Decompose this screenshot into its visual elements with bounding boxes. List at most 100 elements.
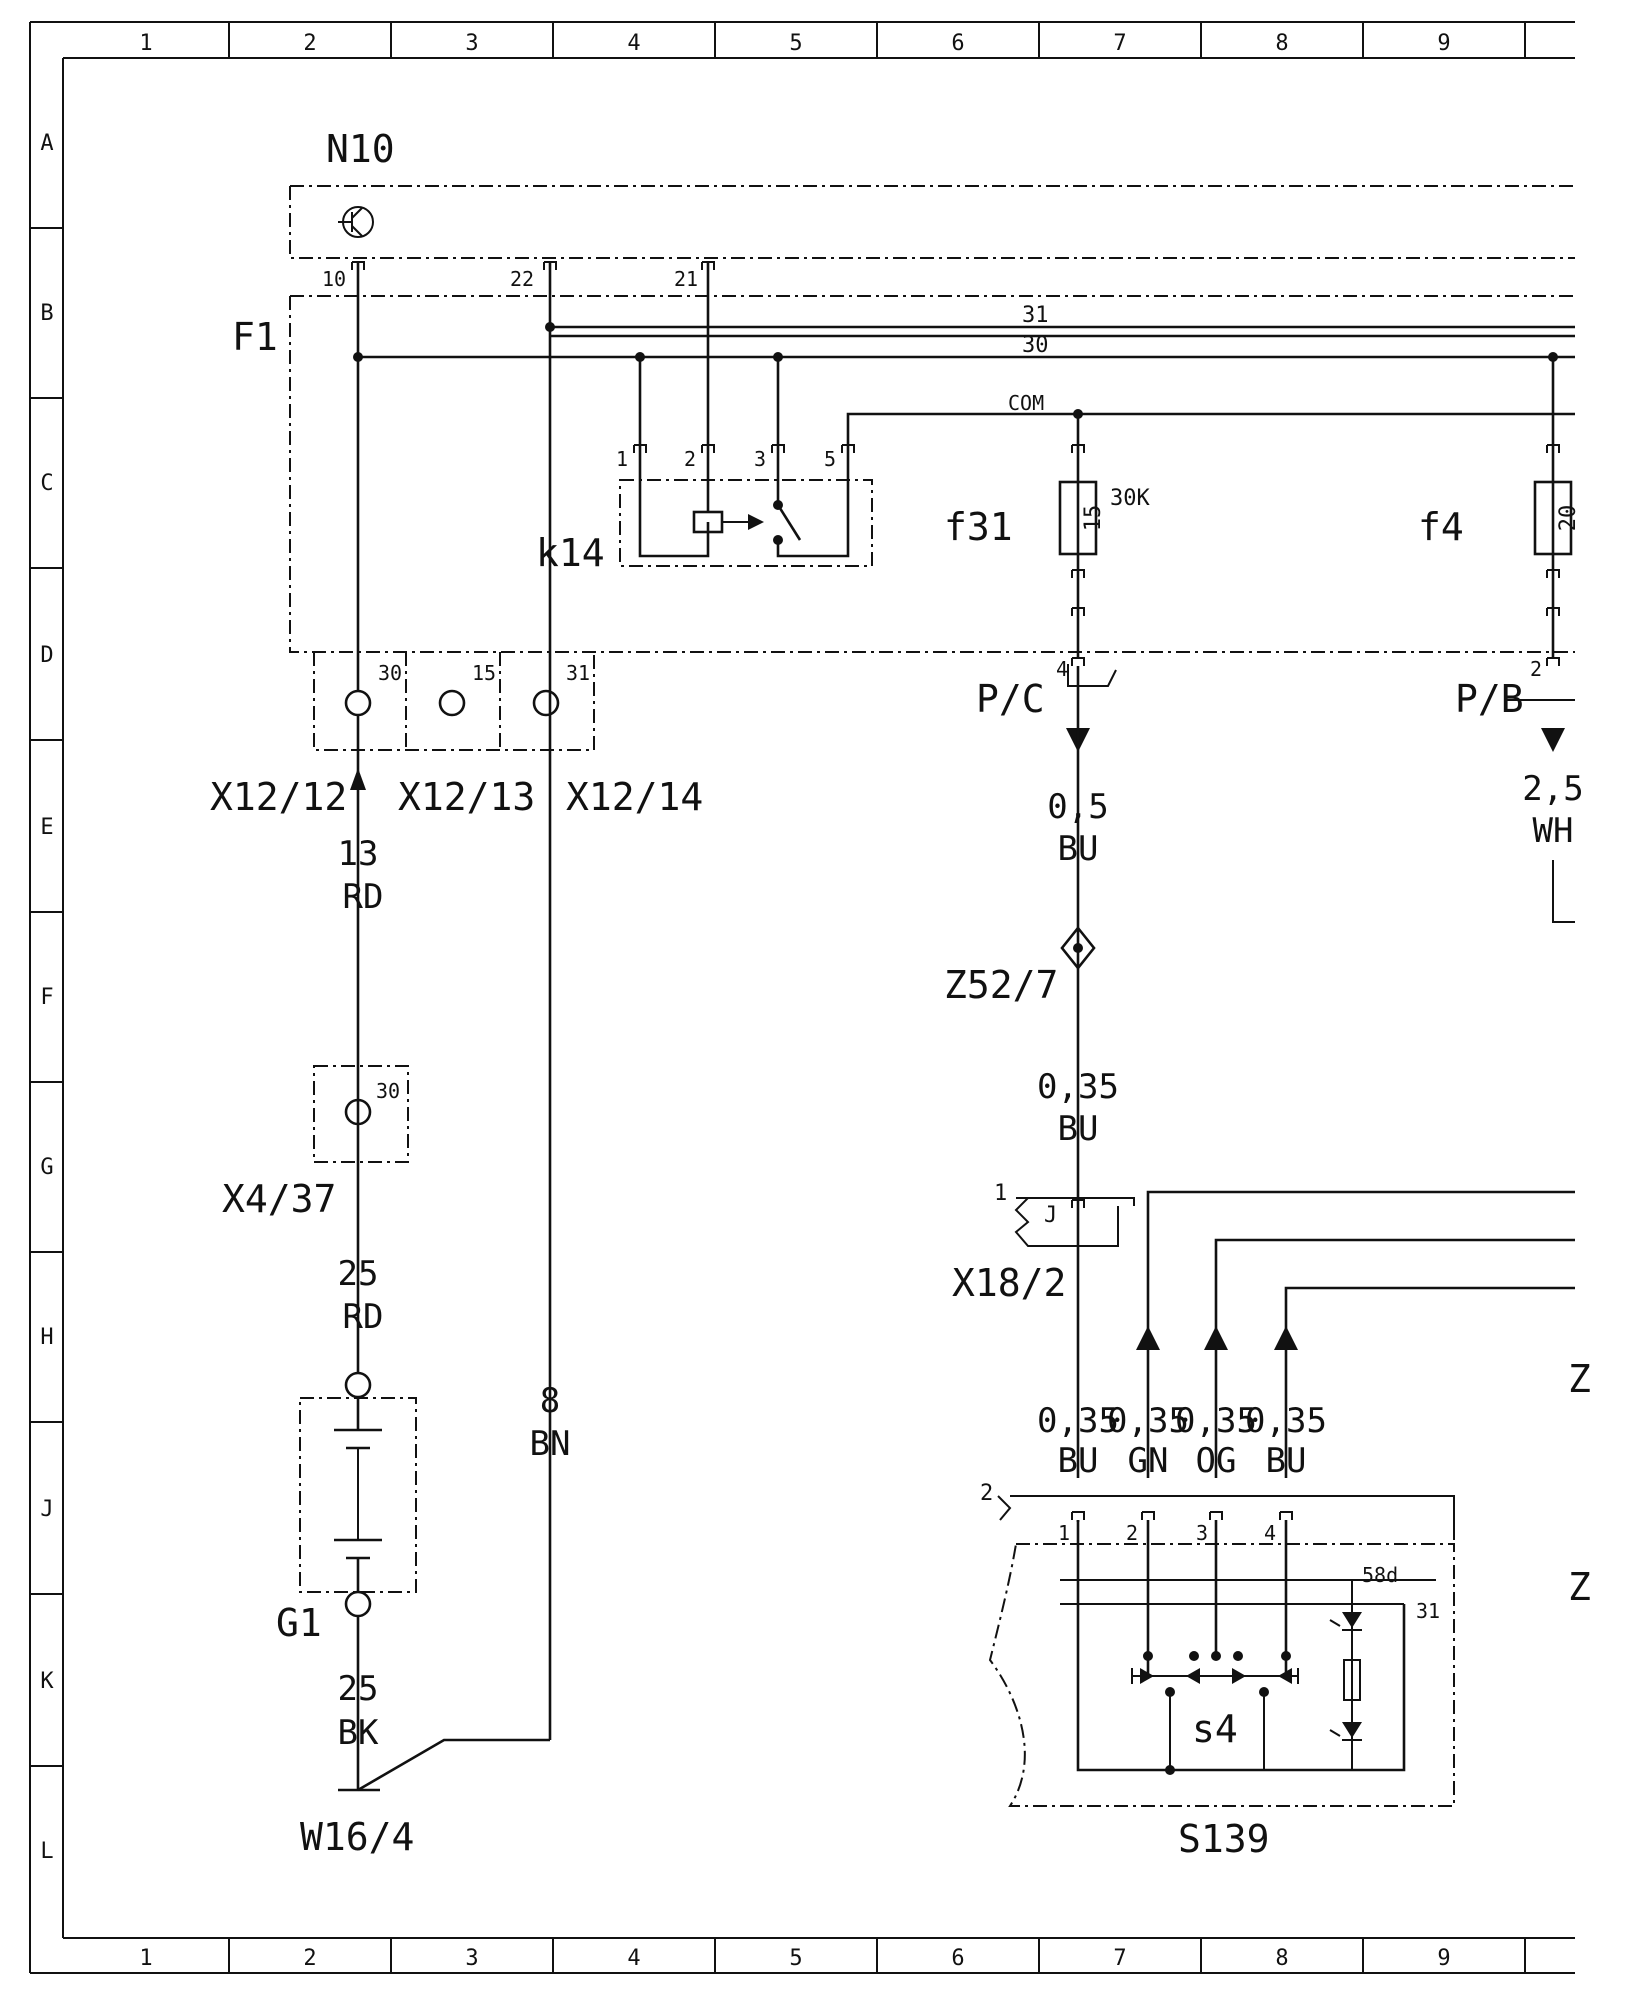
svg-text:3: 3 <box>1196 1521 1208 1545</box>
col-7: 7 <box>1113 31 1126 56</box>
z-partial-1: Z <box>1568 1357 1591 1401</box>
col-5: 5 <box>789 31 802 56</box>
svg-text:31: 31 <box>1416 1599 1440 1623</box>
row-l: L <box>40 1839 53 1864</box>
row-b: B <box>40 301 53 326</box>
svg-text:10: 10 <box>322 267 346 291</box>
svg-text:0,5: 0,5 <box>1047 787 1108 827</box>
svg-text:15: 15 <box>1081 505 1106 532</box>
row-dividers <box>30 227 63 1767</box>
column-labels-bottom: 1 2 3 4 5 6 7 8 9 <box>139 1946 1450 1971</box>
svg-text:1: 1 <box>616 447 628 471</box>
row-c: C <box>40 471 53 496</box>
col-4: 4 <box>627 1946 640 1971</box>
x4-37-label: X4/37 <box>222 1177 336 1221</box>
svg-text:30: 30 <box>378 661 402 685</box>
svg-text:3: 3 <box>754 447 766 471</box>
svg-text:BU: BU <box>1058 1441 1099 1481</box>
row-labels: A B C D E F G H J K L <box>40 131 54 1864</box>
x12-connector: 30 15 31 X12/12 X12/13 X12/14 <box>210 652 703 819</box>
row-a: A <box>40 131 53 156</box>
pc-connector: 4 P/C 0,5 BU Z52/7 0,35 BU <box>944 657 1119 1478</box>
col-4: 4 <box>627 31 640 56</box>
col-3: 3 <box>465 1946 478 1971</box>
svg-text:COM: COM <box>1008 391 1044 415</box>
svg-text:J: J <box>1044 1203 1057 1228</box>
svg-text:RD: RD <box>343 877 384 917</box>
n10-pins: 10 22 2 1 <box>322 261 715 1740</box>
x12-14-label: X12/14 <box>566 775 703 819</box>
row-h: H <box>40 1325 53 1350</box>
svg-text:OG: OG <box>1196 1441 1237 1481</box>
column-labels-top: 1 2 3 4 5 6 7 8 9 <box>139 31 1450 56</box>
row-j: J <box>40 1497 53 1522</box>
pc-label: P/C <box>976 677 1045 721</box>
col-8: 8 <box>1275 31 1288 56</box>
f1-module: F1 <box>232 295 1575 653</box>
col-1: 1 <box>139 1946 152 1971</box>
svg-text:0,35: 0,35 <box>1037 1067 1119 1107</box>
svg-text:1: 1 <box>994 1181 1007 1206</box>
row-e: E <box>40 815 53 840</box>
battery-circuit: 13 RD 30 X4/37 25 RD G1 25 BK W16/4 <box>222 715 550 1859</box>
z52-7-label: Z52/7 <box>944 963 1058 1007</box>
f31-fuse: 15 30K f31 <box>944 414 1150 658</box>
s139-label: S139 <box>1178 1817 1270 1861</box>
svg-text:BU: BU <box>1058 829 1099 869</box>
column-dividers <box>228 22 1526 1973</box>
lamp-icon <box>1329 1580 1404 1771</box>
svg-text:1: 1 <box>1058 1521 1070 1545</box>
k14-label: k14 <box>536 531 605 575</box>
svg-text:4: 4 <box>1264 1521 1276 1545</box>
svg-text:25: 25 <box>338 1254 379 1294</box>
svg-text:8: 8 <box>540 1381 560 1421</box>
g1-label: G1 <box>276 1601 322 1645</box>
svg-text:22: 22 <box>510 267 534 291</box>
row-k: K <box>40 1669 54 1694</box>
x12-12-label: X12/12 <box>210 775 347 819</box>
svg-text:0,35: 0,35 <box>1037 1401 1119 1441</box>
x12-13-label: X12/13 <box>398 775 535 819</box>
col-8: 8 <box>1275 1946 1288 1971</box>
splice-icon <box>1060 925 1096 971</box>
row-d: D <box>40 643 53 668</box>
svg-text:GN: GN <box>1128 1441 1169 1481</box>
w16-4-label: W16/4 <box>300 1815 414 1859</box>
svg-text:2: 2 <box>684 447 696 471</box>
n10-module: N10 <box>289 127 1575 259</box>
svg-text:30: 30 <box>376 1079 400 1103</box>
diode-icon <box>1131 1668 1299 1684</box>
bus-lines: 31 30 COM <box>353 303 1575 453</box>
svg-text:30: 30 <box>1022 333 1049 358</box>
x18-2-label: X18/2 <box>952 1261 1066 1305</box>
col-9: 9 <box>1437 31 1450 56</box>
col-2: 2 <box>303 31 316 56</box>
f4-label: f4 <box>1418 505 1464 549</box>
svg-text:WH: WH <box>1533 811 1574 851</box>
col-6: 6 <box>951 31 964 56</box>
wire-8-bn: 8 BN <box>530 1381 571 1464</box>
x18-2-connector: 1 J X18/2 <box>952 1181 1135 1305</box>
pb-connector: 2 P/B 2,5 WH <box>1455 657 1584 923</box>
svg-text:BU: BU <box>1058 1109 1099 1149</box>
s4-label: s4 <box>1192 1707 1238 1751</box>
svg-text:RD: RD <box>343 1297 384 1337</box>
f1-label: F1 <box>232 315 278 359</box>
return-wires: Z Z <box>1136 1190 1591 1609</box>
svg-text:58d: 58d <box>1362 1563 1398 1587</box>
svg-text:BN: BN <box>530 1424 571 1464</box>
s139-wire-labels: 0,35 BU 0,35 GN 0,35 OG 0,35 BU <box>1037 1401 1327 1481</box>
k14-relay: 1 2 3 5 k14 <box>536 357 873 575</box>
col-6: 6 <box>951 1946 964 1971</box>
svg-text:2: 2 <box>1530 657 1542 681</box>
f31-rating: 30K <box>1110 486 1150 511</box>
col-5: 5 <box>789 1946 802 1971</box>
svg-text:2,5: 2,5 <box>1522 769 1583 809</box>
row-g: G <box>40 1155 53 1180</box>
f31-label: f31 <box>944 505 1013 549</box>
svg-text:15: 15 <box>472 661 496 685</box>
svg-text:13: 13 <box>338 834 379 874</box>
col-7: 7 <box>1113 1946 1126 1971</box>
col-3: 3 <box>465 31 478 56</box>
